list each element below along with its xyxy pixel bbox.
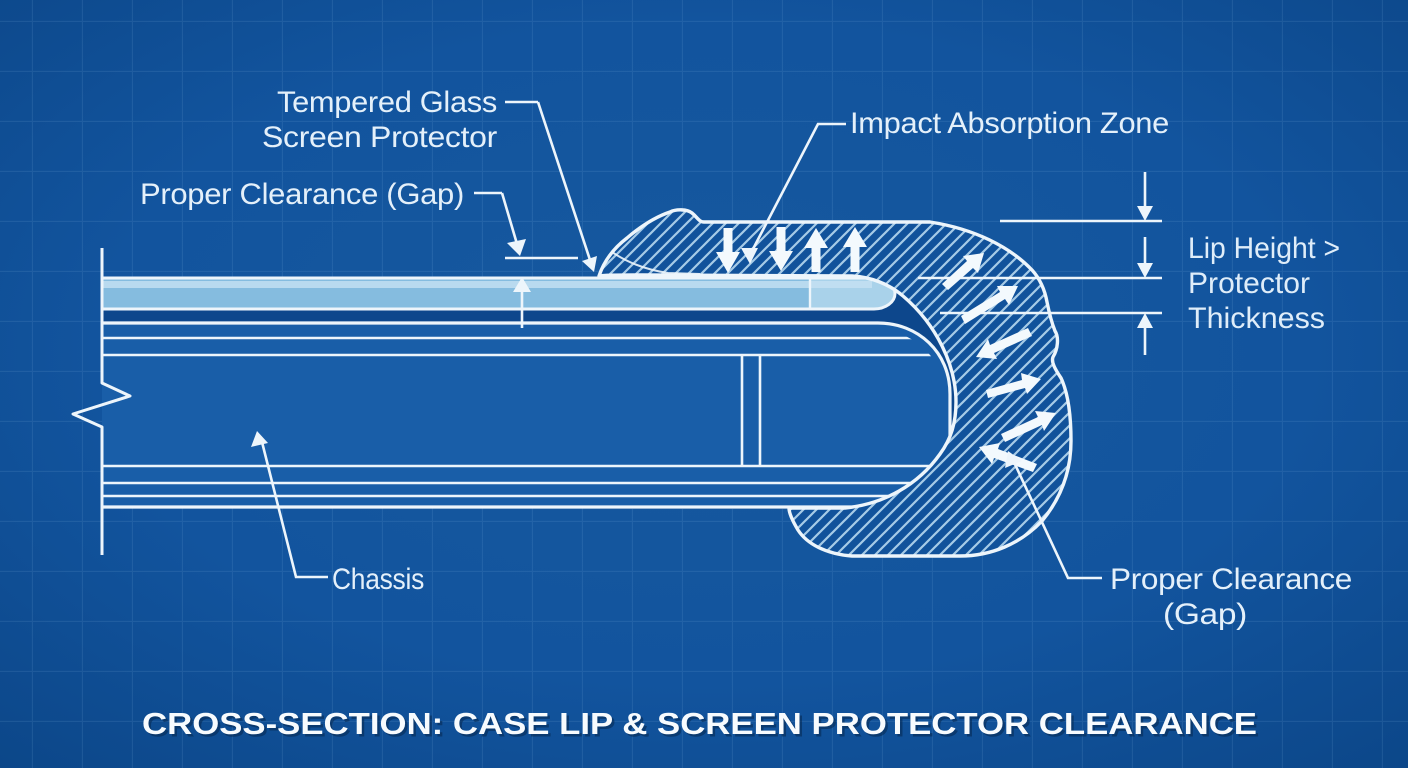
- impact-arrow-diag-4: [986, 373, 1041, 398]
- impact-arrow-diag-1: [942, 253, 984, 290]
- impact-arrow-up-1: [804, 228, 828, 272]
- label-proper-clearance-right-line2: (Gap): [1163, 598, 1247, 631]
- leader-tempered-glass: [505, 100, 593, 264]
- break-line: [71, 248, 132, 555]
- leader-impact-zone-head: [741, 248, 758, 264]
- dimension-arrow-down-1: [1137, 206, 1153, 221]
- impact-arrow-diag-2: [961, 286, 1018, 324]
- impact-arrow-diag-5: [1001, 411, 1056, 442]
- chassis-internal-lines: [102, 336, 944, 498]
- label-impact-absorption-zone: Impact Absorption Zone: [850, 107, 1169, 140]
- leader-lines: [251, 100, 1102, 580]
- leader-proper-clearance-left: [474, 191, 519, 245]
- label-tempered-glass-line2: Screen Protector: [262, 121, 497, 154]
- label-proper-clearance-left: Proper Clearance (Gap): [140, 178, 464, 211]
- impact-arrow-down-2: [769, 227, 793, 271]
- impact-arrow-down-1: [716, 228, 740, 273]
- gap-dimension-left: [505, 256, 578, 328]
- screen-protector: [102, 276, 897, 311]
- chassis-body: [102, 323, 950, 507]
- dimension-arrow-up: [1137, 313, 1153, 328]
- page-title-shadow: CROSS-SECTION: CASE LIP & SCREEN PROTECT…: [145, 709, 1260, 744]
- leader-tempered-glass-head: [582, 256, 597, 272]
- page-title: CROSS-SECTION: CASE LIP & SCREEN PROTECT…: [142, 706, 1257, 741]
- chassis-component-dividers: [740, 355, 762, 466]
- case-lip-cross-section: [597, 208, 1073, 558]
- screen-protector-highlight: [102, 281, 872, 288]
- impact-arrow-diag-3: [976, 328, 1032, 359]
- label-chassis: Chassis: [332, 563, 424, 596]
- leader-chassis: [260, 441, 328, 579]
- label-lip-height-line3: Thickness: [1188, 302, 1325, 335]
- case-lip-inner-step: [611, 251, 701, 275]
- leader-proper-clearance-right-head: [1005, 451, 1022, 468]
- leader-chassis-head: [251, 431, 268, 447]
- phone-chassis: [102, 321, 952, 509]
- dimension-arrow-down-2: [1137, 263, 1153, 278]
- label-lip-height-line1: Lip Height >: [1188, 232, 1340, 265]
- leader-proper-clearance-right: [1011, 459, 1102, 580]
- gap-arrow-up-head: [513, 277, 531, 292]
- protective-case: [597, 208, 1073, 558]
- leader-impact-zone: [750, 122, 846, 252]
- diagram-title: CROSS-SECTION: CASE LIP & SCREEN PROTECT…: [142, 706, 1260, 744]
- label-lip-height-line2: Protector: [1188, 267, 1310, 300]
- impact-arrow-up-2: [843, 227, 867, 272]
- label-tempered-glass-line1: Tempered Glass: [277, 86, 497, 119]
- leader-proper-clearance-left-head: [507, 239, 526, 256]
- diagram-labels: Tempered Glass Screen Protector Proper C…: [140, 86, 1352, 631]
- label-proper-clearance-right-line1: Proper Clearance: [1110, 563, 1352, 596]
